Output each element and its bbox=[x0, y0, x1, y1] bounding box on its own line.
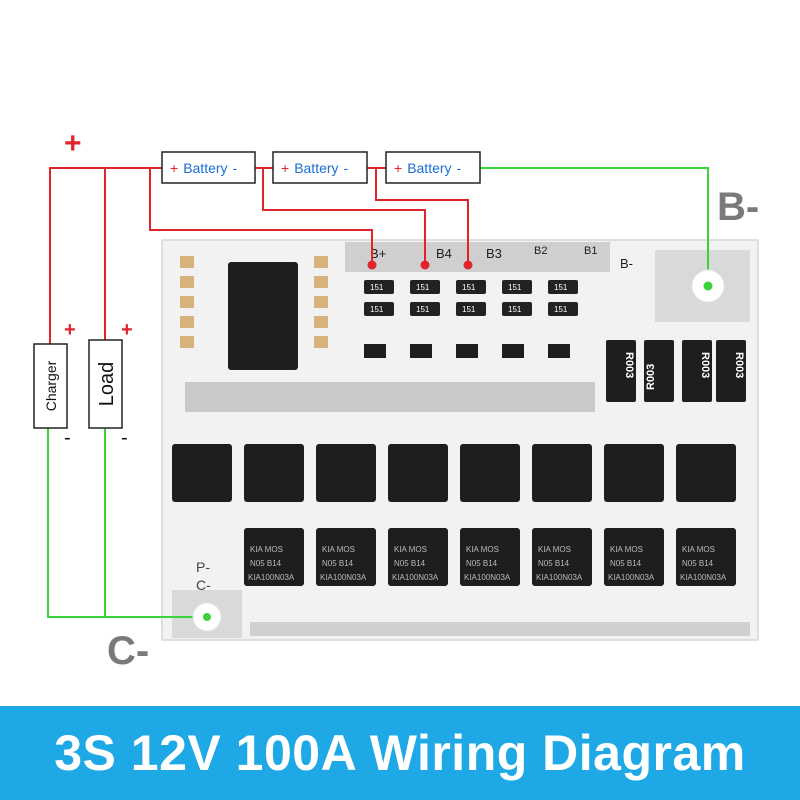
resistor-marking: 151 bbox=[554, 305, 568, 314]
load-plus: + bbox=[121, 319, 133, 341]
mosfet-marking: KIA MOS bbox=[538, 545, 571, 554]
title-banner: 3S 12V 100A Wiring Diagram bbox=[0, 706, 800, 800]
mosfet-marking: KIA MOS bbox=[682, 545, 715, 554]
b-minus-label: B- bbox=[717, 185, 759, 229]
c-minus-label: C- bbox=[107, 629, 149, 673]
battery-label: Battery bbox=[183, 160, 227, 176]
mosfet-marking: KIA100N03A bbox=[320, 573, 367, 582]
pad-label-p-minus: P- bbox=[196, 559, 210, 575]
resistor-marking: 151 bbox=[462, 283, 476, 292]
mosfet-marking: KIA100N03A bbox=[608, 573, 655, 582]
mosfet-marking: N05 B14 bbox=[322, 559, 354, 568]
mosfet-marking: KIA100N03A bbox=[536, 573, 583, 582]
svg-text:+Battery-: + Battery- bbox=[170, 160, 238, 176]
battery-minus: - bbox=[233, 160, 238, 176]
resistor-marking: 151 bbox=[370, 283, 384, 292]
resistor-marking: 151 bbox=[370, 305, 384, 314]
shunt-marking: R003 bbox=[645, 364, 657, 390]
mosfet-marking: KIA MOS bbox=[250, 545, 283, 554]
mosfet-marking: KIA MOS bbox=[322, 545, 355, 554]
mosfet-marking: N05 B14 bbox=[466, 559, 498, 568]
mosfet-marking: N05 B14 bbox=[682, 559, 714, 568]
charger-box: Charger bbox=[33, 343, 68, 429]
battery-plus: + bbox=[281, 160, 289, 176]
resistor-marking: 151 bbox=[554, 283, 568, 292]
battery-3: + Battery- bbox=[385, 151, 481, 184]
resistor-marking: 151 bbox=[416, 305, 430, 314]
diagram-title: 3S 12V 100A Wiring Diagram bbox=[54, 725, 746, 781]
bms-board bbox=[161, 239, 759, 641]
mosfet-marking: KIA MOS bbox=[610, 545, 643, 554]
resistor-marking: 151 bbox=[508, 283, 522, 292]
main-plus-label: + bbox=[64, 127, 82, 160]
negative-wires bbox=[47, 167, 709, 618]
battery-plus: + bbox=[170, 160, 178, 176]
mosfet-marking: KIA100N03A bbox=[392, 573, 439, 582]
shunt-marking: R003 bbox=[623, 352, 635, 378]
svg-text:+Battery-: + Battery- bbox=[281, 160, 349, 176]
mosfet-marking: N05 B14 bbox=[610, 559, 642, 568]
battery-minus: - bbox=[344, 160, 349, 176]
positive-wires bbox=[49, 167, 469, 345]
load-minus: - bbox=[121, 427, 128, 449]
pad-label-b-minus: B- bbox=[620, 256, 633, 271]
battery-label: Battery bbox=[407, 160, 451, 176]
mosfet-marking: KIA100N03A bbox=[680, 573, 727, 582]
mosfet-marking: KIA MOS bbox=[466, 545, 499, 554]
svg-text:+Battery-: + Battery- bbox=[394, 160, 462, 176]
load-box: Load bbox=[88, 339, 123, 429]
shunt-marking: R003 bbox=[699, 352, 711, 378]
battery-2: + Battery- bbox=[272, 151, 368, 184]
charger-label: Charger bbox=[43, 360, 59, 411]
mosfet-marking: KIA MOS bbox=[394, 545, 427, 554]
pad-label-b2: B2 bbox=[534, 245, 547, 257]
pad-label-b1: B1 bbox=[584, 245, 597, 257]
mosfet-marking: KIA100N03A bbox=[248, 573, 295, 582]
pad-label-b3: B3 bbox=[486, 246, 502, 261]
charger-plus: + bbox=[64, 319, 76, 341]
load-label: Load bbox=[96, 362, 118, 407]
battery-1: + Battery- bbox=[161, 151, 256, 184]
battery-minus: - bbox=[457, 160, 462, 176]
charger-minus: - bbox=[64, 427, 71, 449]
resistor-marking: 151 bbox=[462, 305, 476, 314]
shunt-marking: R003 bbox=[733, 352, 745, 378]
mosfet-marking: N05 B14 bbox=[538, 559, 570, 568]
resistor-marking: 151 bbox=[508, 305, 522, 314]
mosfet-marking: N05 B14 bbox=[250, 559, 282, 568]
pad-label-c-minus: C- bbox=[196, 577, 211, 593]
battery-plus: + bbox=[394, 160, 402, 176]
pad-label-b-plus: B+ bbox=[370, 246, 386, 261]
pad-label-b4: B4 bbox=[436, 246, 452, 261]
resistor-marking: 151 bbox=[416, 283, 430, 292]
mosfet-marking: KIA100N03A bbox=[464, 573, 511, 582]
mosfet-marking: N05 B14 bbox=[394, 559, 426, 568]
battery-label: Battery bbox=[294, 160, 338, 176]
